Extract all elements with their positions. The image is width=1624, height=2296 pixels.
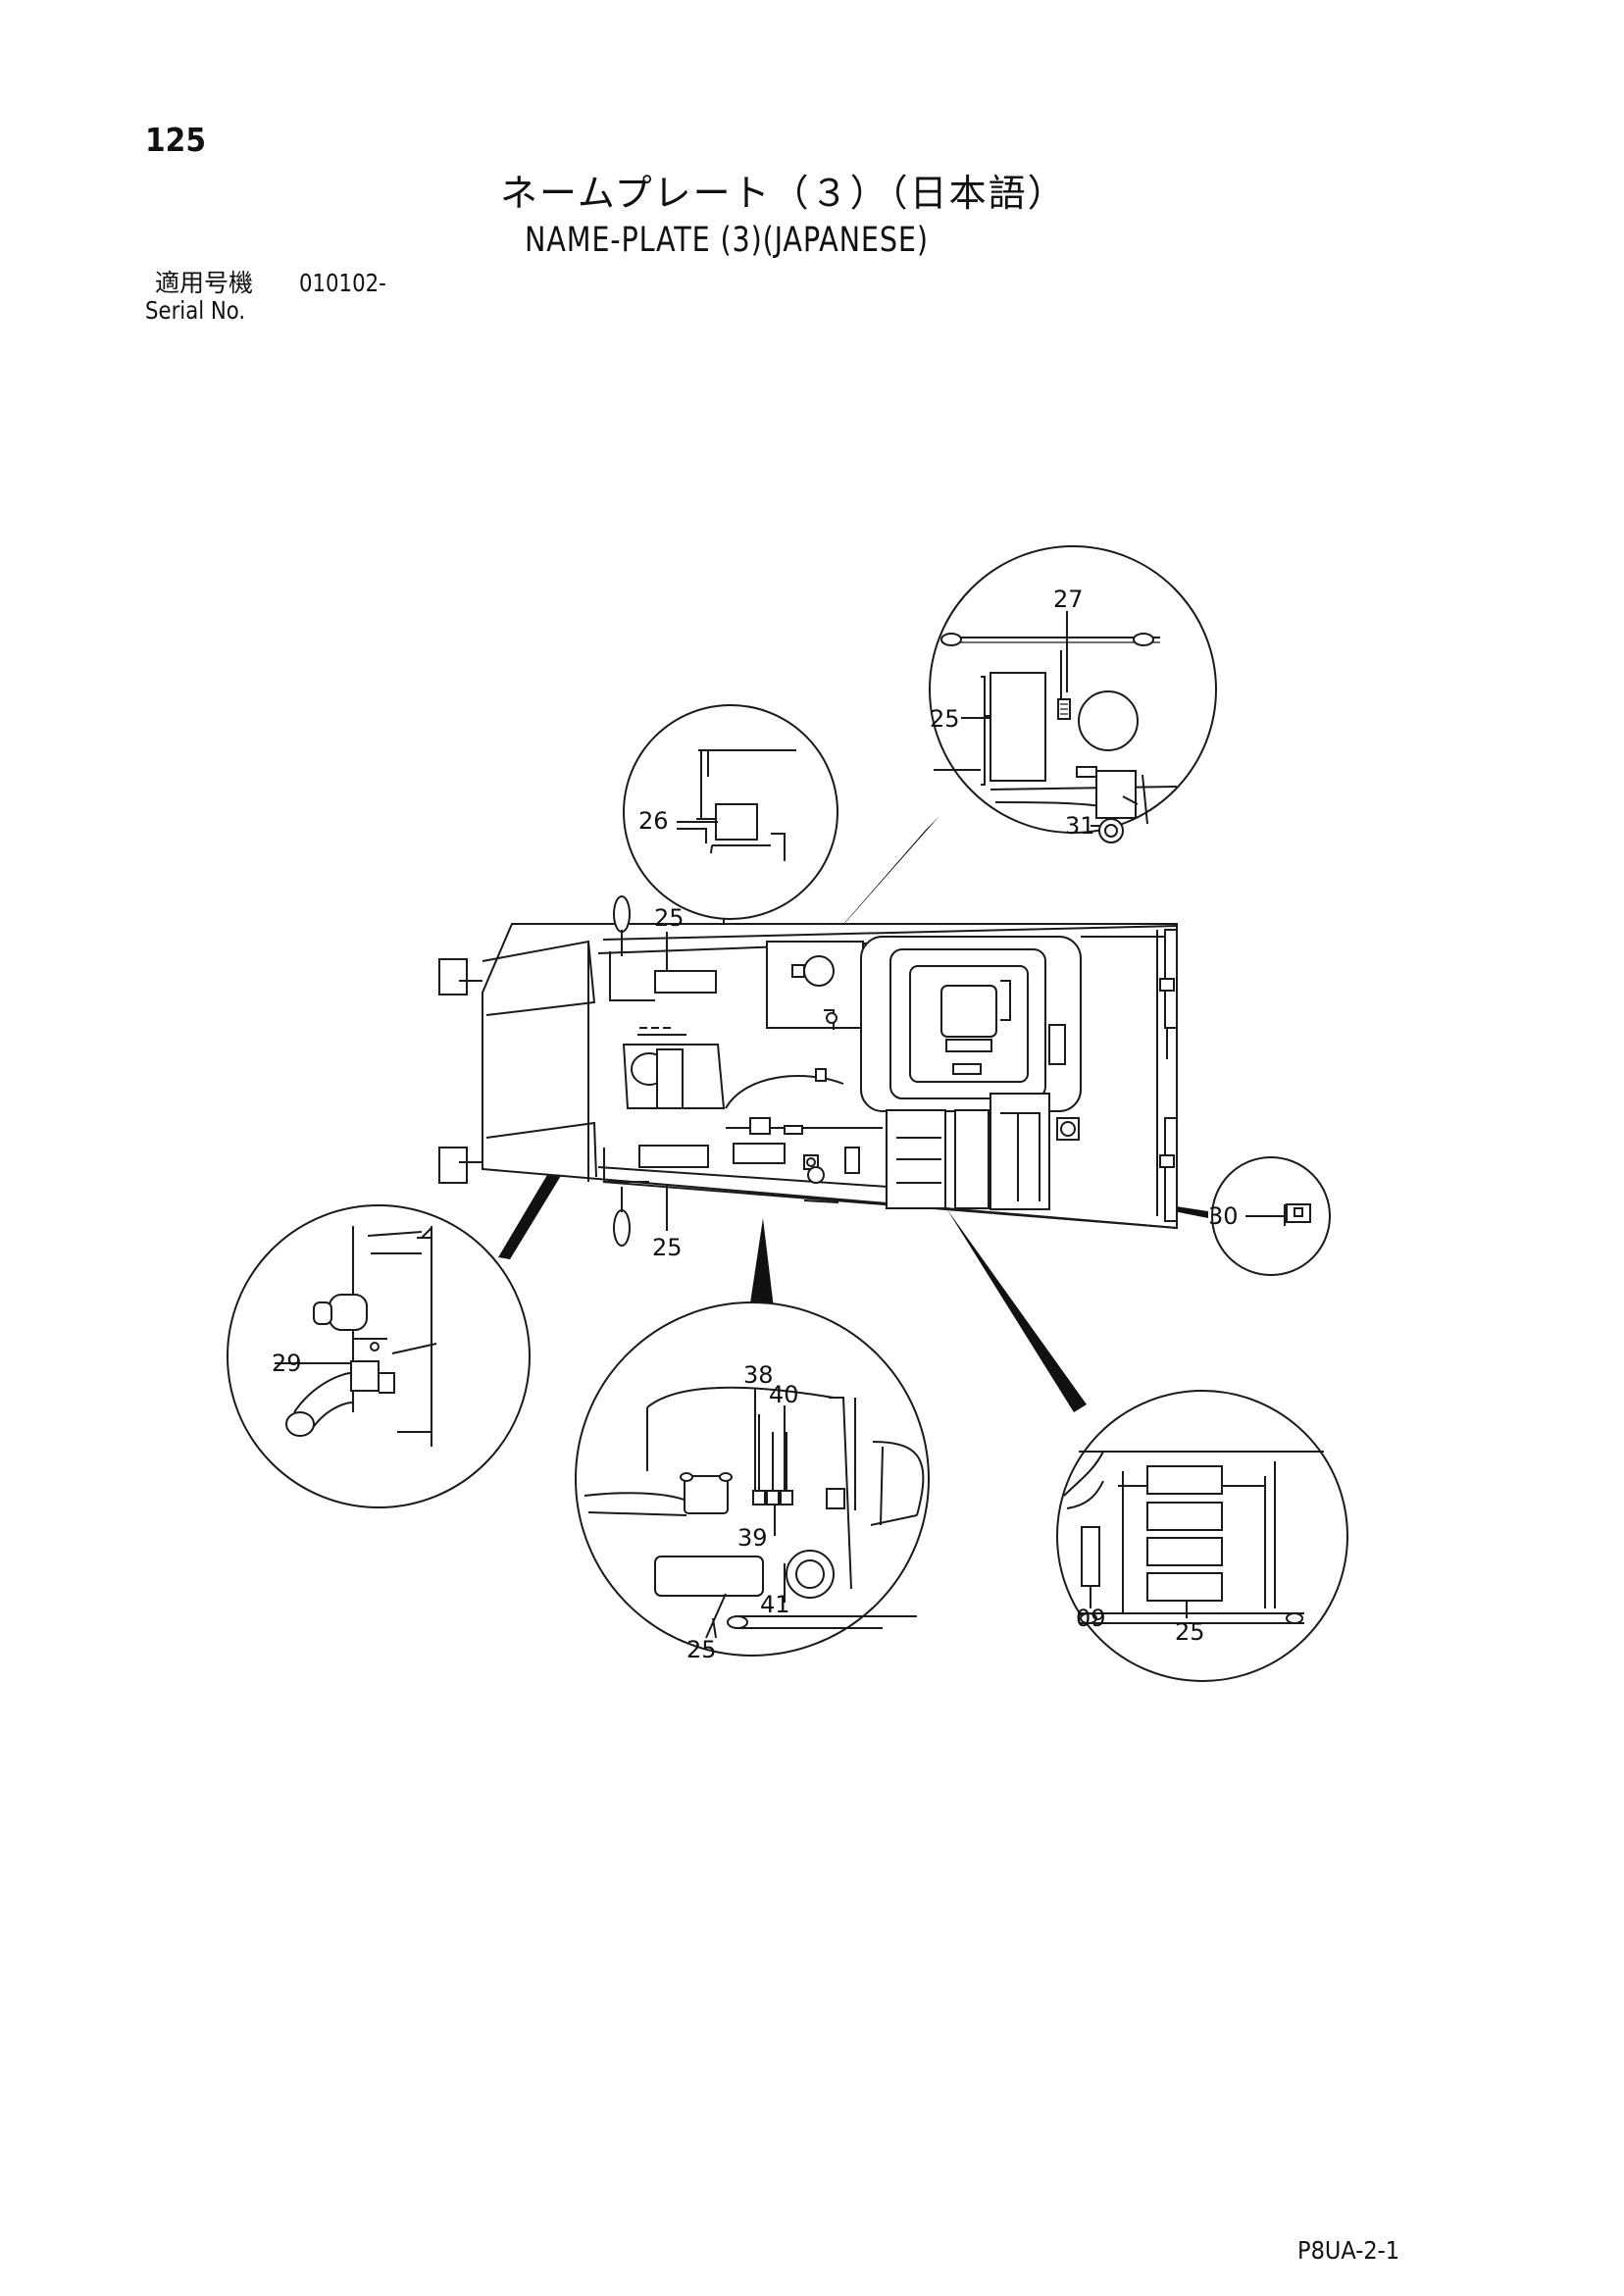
detail-circle-steps [1056, 1390, 1348, 1682]
page-title-english: NAME-PLATE (3)(JAPANESE) [525, 221, 929, 260]
callout-26: 26 [638, 807, 669, 835]
callout-38: 38 [743, 1361, 774, 1389]
callout-25-steps: 25 [1175, 1618, 1205, 1646]
callout-31: 31 [1065, 812, 1095, 840]
detail-circle-hood-front [575, 1301, 930, 1657]
callout-25-cab-rear: 25 [930, 705, 960, 733]
footer-code: P8UA-2-1 [1297, 2236, 1400, 2265]
callout-27: 27 [1053, 586, 1084, 613]
detail-circle-hood-side [227, 1204, 531, 1508]
serial-label-english: Serial No. [145, 296, 246, 325]
callout-25-hood-front: 25 [686, 1636, 717, 1663]
callout-25-machine-bottom: 25 [652, 1234, 683, 1261]
callout-41: 41 [760, 1591, 790, 1618]
detail-circle-plate-30 [1211, 1156, 1331, 1276]
serial-number-value: 010102- [299, 269, 386, 297]
detail-circle-engine-top [623, 704, 838, 920]
machine-top-view [438, 895, 1178, 1247]
callout-40: 40 [769, 1381, 799, 1408]
serial-label-japanese: 適用号機 [155, 269, 254, 297]
callout-29: 29 [272, 1350, 302, 1377]
callout-25-machine-top: 25 [654, 904, 685, 932]
callout-39: 39 [737, 1524, 768, 1552]
callout-09: 09 [1076, 1605, 1106, 1632]
callout-30: 30 [1208, 1202, 1239, 1230]
leader-wedge-bottom-center [748, 1218, 775, 1316]
page-title-japanese: ネームプレート（３）（日本語） [500, 172, 1067, 215]
leader-wedge-top-right [832, 816, 939, 938]
page-number: 125 [145, 121, 206, 159]
leader-wedge-bottom-right [946, 1208, 1087, 1412]
detail-circle-cab-rear [929, 545, 1217, 843]
